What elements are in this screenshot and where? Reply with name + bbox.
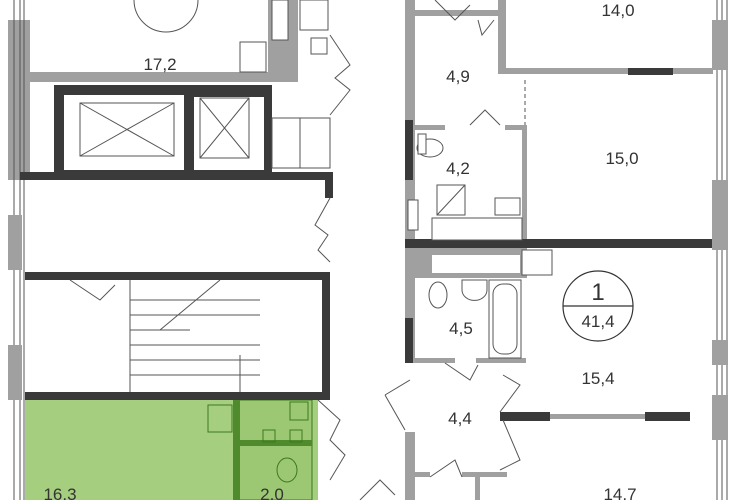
room-area-label: 4,2	[446, 159, 470, 178]
room-area-label: 17,2	[143, 55, 176, 74]
room-area-label: 4,4	[448, 409, 472, 428]
room-area-label: 14,0	[601, 1, 634, 20]
bathroom-fixtures	[384, 0, 523, 478]
apartment-badge-partial	[133, 0, 199, 33]
stairwell	[25, 272, 330, 400]
badge-total-area: 41,4	[581, 312, 614, 331]
room-area-label: 15,0	[605, 149, 638, 168]
room-area-label: 15,4	[581, 369, 614, 388]
room-area-label: 4,9	[446, 67, 470, 86]
room-area-label: 16,3	[43, 485, 76, 500]
apartment-badge[interactable]: 1 41,4	[562, 270, 634, 342]
elevator-block	[20, 85, 333, 198]
room-area-label: 4,5	[449, 319, 473, 338]
badge-rooms-count: 1	[591, 279, 604, 306]
exterior-wall-right	[712, 0, 728, 500]
room-area-label: 2,0	[260, 485, 284, 500]
exterior-wall-left	[8, 0, 30, 500]
room-area-label: 14,7	[603, 485, 636, 500]
apartment-1-walls	[405, 0, 715, 500]
